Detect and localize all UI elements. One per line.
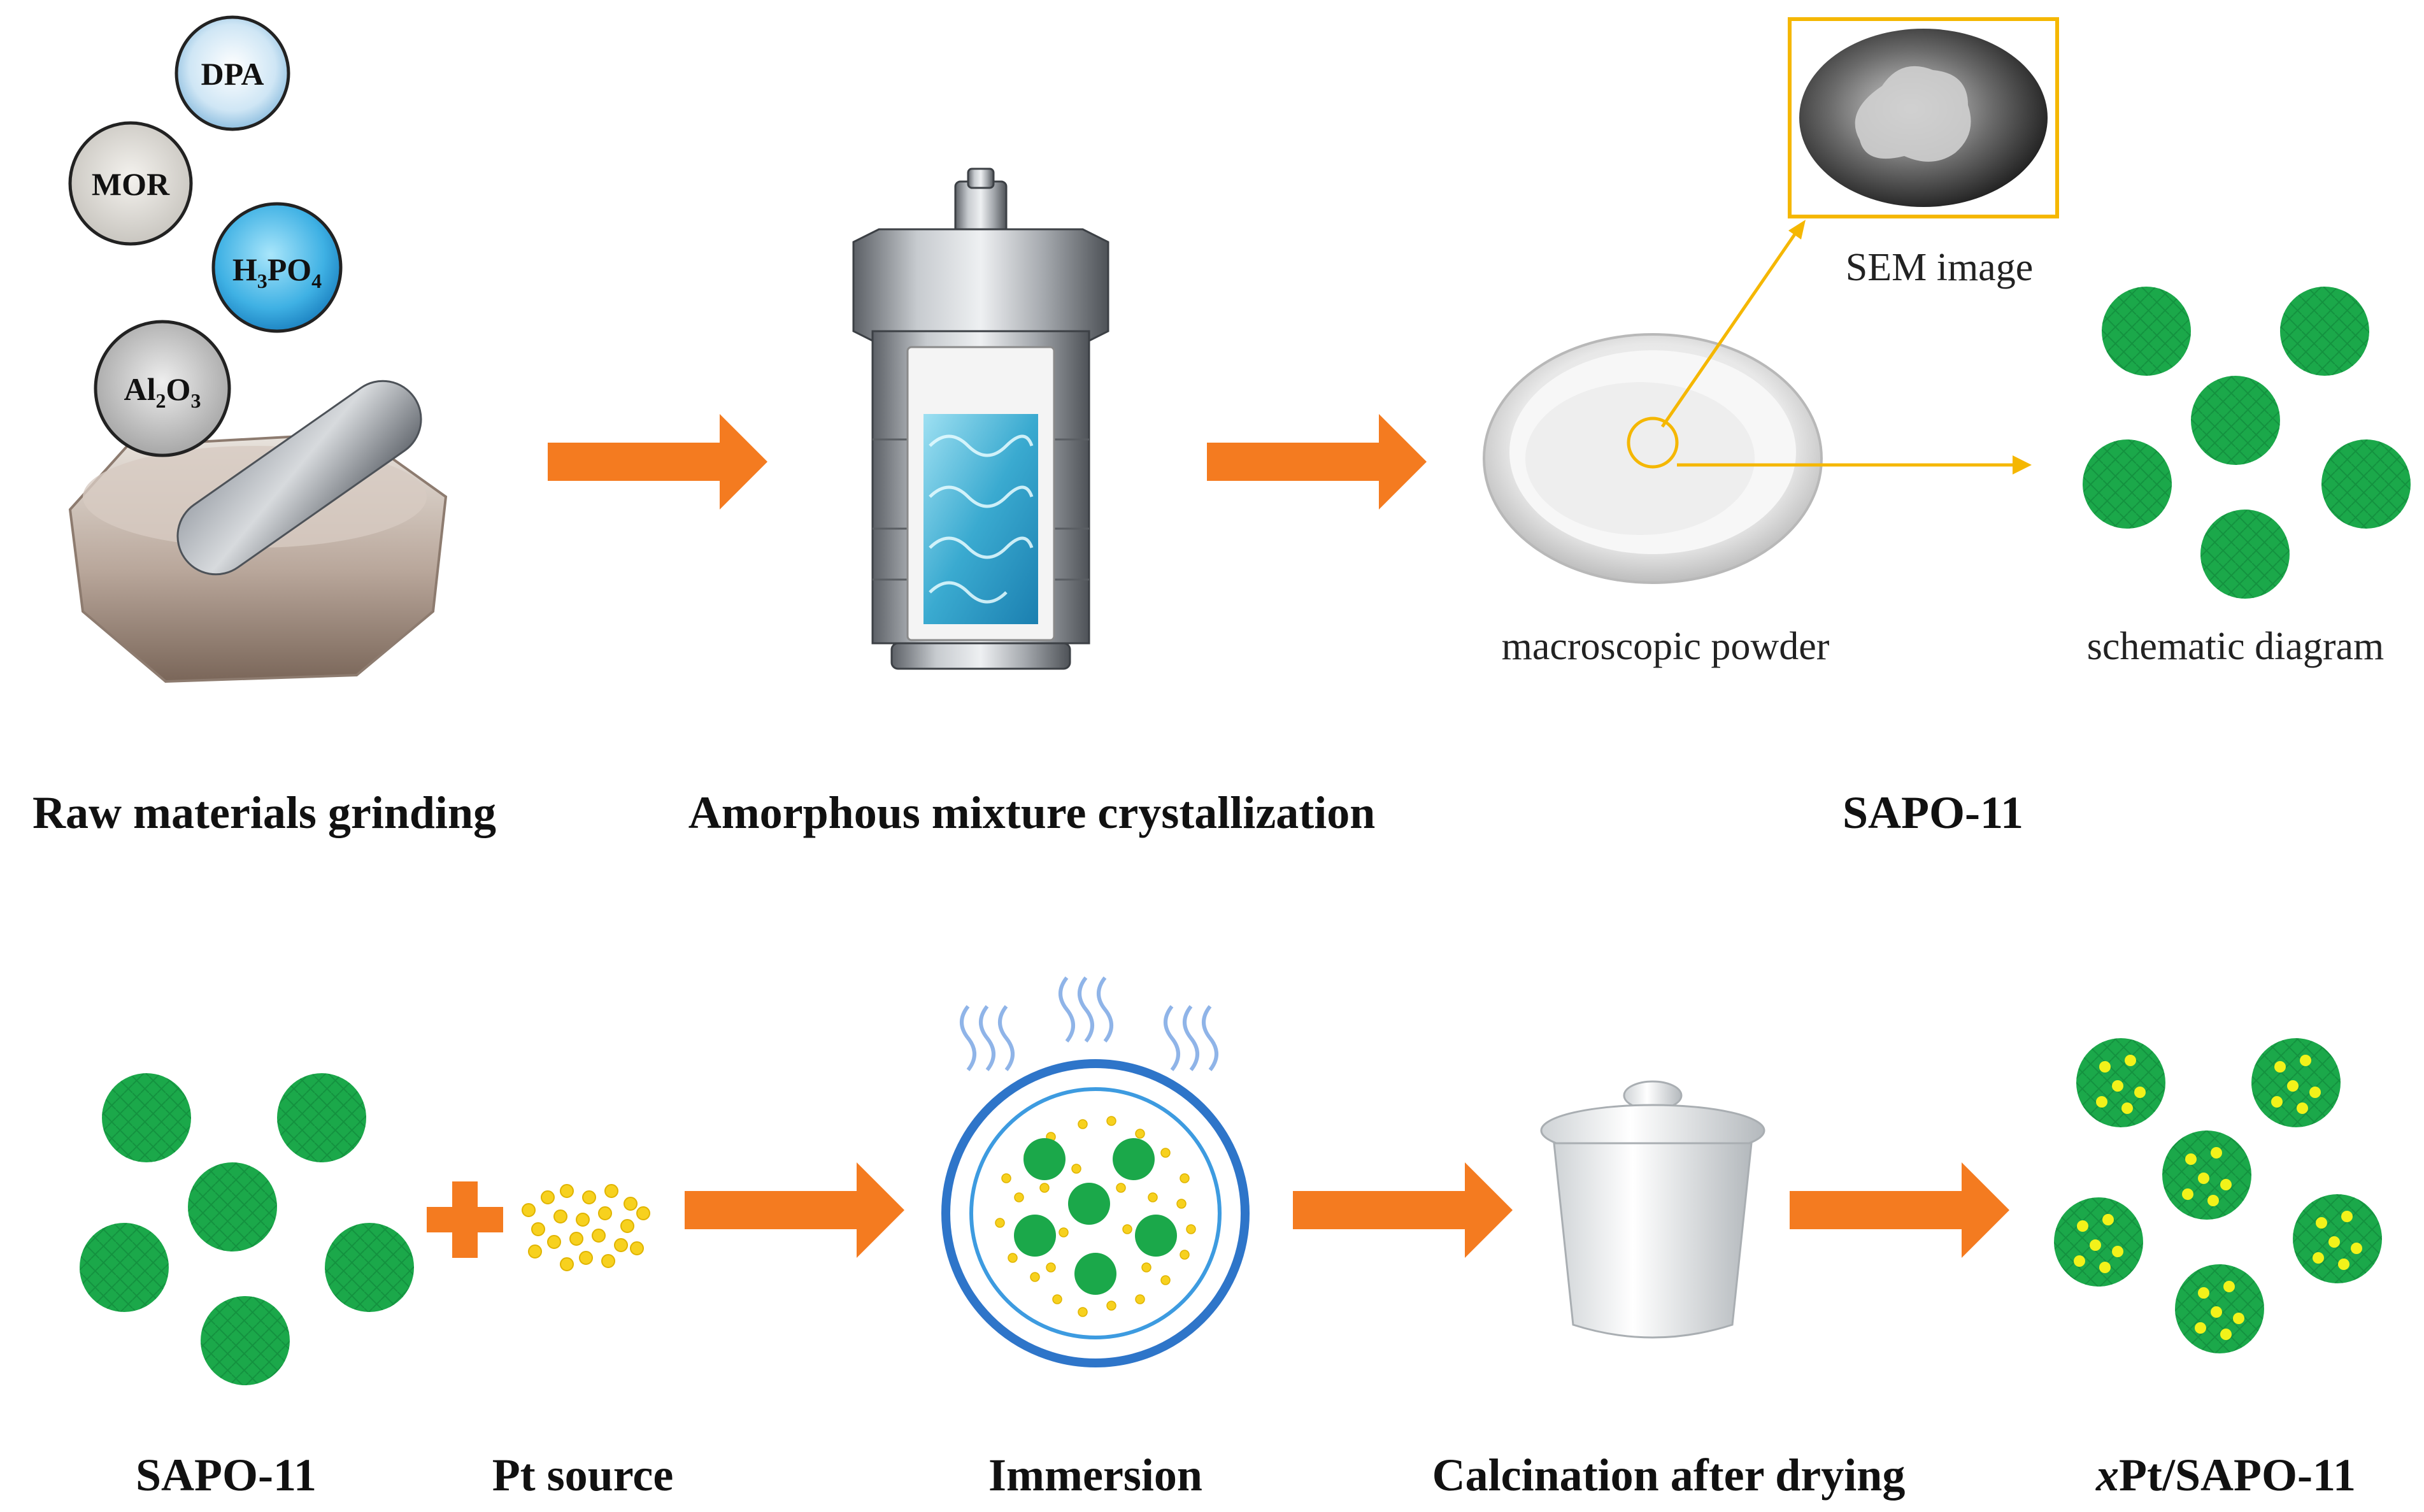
al2o3-label: Al2O3 [124,371,201,412]
pt-sapo11-particles [2054,1038,2382,1353]
raw-material-h3po4: H3PO4 [211,202,343,333]
stage-label-grinding: Raw materials grinding [32,787,496,838]
particle-icon [1023,1138,1066,1180]
autoclave-reactor-icon [852,168,1109,670]
particle-icon [2083,439,2172,529]
heat-wave-icon [1059,976,1113,1043]
particle-icon [201,1296,290,1385]
particle-icon [2076,1038,2165,1127]
particle-icon [2175,1264,2264,1353]
particle-icon [2191,376,2280,465]
stage-label-sapo11: SAPO-11 [1843,787,2023,838]
particle-icon [325,1223,414,1312]
plus-icon [427,1181,503,1258]
schematic-caption: schematic diagram [2087,625,2385,668]
particle-icon [2162,1130,2251,1220]
dpa-label: DPA [201,56,264,92]
immersion-dish-icon [941,976,1250,1367]
particle-icon [2280,287,2369,376]
arrow-icon [685,1162,904,1258]
heat-wave-icon [1164,1005,1218,1071]
particle-icon [2102,287,2191,376]
particle-icon [1014,1215,1056,1257]
particle-icon [1068,1183,1110,1225]
label-sapo11: SAPO-11 [136,1450,317,1501]
heat-wave-icon [960,1005,1015,1071]
mor-label: MOR [92,166,170,202]
particle-icon [2054,1197,2143,1287]
sem-caption: SEM image [1846,246,2033,289]
particle-icon [2321,439,2411,529]
sapo11-schematic-top [2083,287,2411,599]
arrow-icon [548,414,767,510]
raw-material-dpa: DPA [175,15,290,131]
sapo11-particles [80,1073,414,1385]
particle-icon [1074,1253,1116,1295]
particle-icon [188,1162,277,1252]
stage-label-crystallization: Amorphous mixture crystallization [688,787,1376,838]
crucible-icon [1540,1080,1765,1339]
arrow-icon [1790,1162,2009,1258]
sem-image-frame [1788,17,2059,218]
arrow-icon [1207,414,1427,510]
arrow-icon [1293,1162,1513,1258]
particle-icon [80,1223,169,1312]
label-pt-source: Pt source [492,1450,674,1501]
powder-dish-icon [1483,333,1823,584]
particle-icon [2251,1038,2341,1127]
powder-caption: macroscopic powder [1502,625,1830,668]
particle-icon [2293,1194,2382,1283]
raw-material-mor: MOR [68,121,193,246]
magnify-circle-icon [1627,417,1679,469]
mortar-and-pestle-icon [68,380,448,683]
particle-icon [1135,1215,1177,1257]
particle-icon [277,1073,366,1162]
particle-icon [1113,1138,1155,1180]
raw-material-al2o3: Al2O3 [94,320,231,457]
label-xpt-sapo11: xPt/SAPO-11 [2095,1450,2356,1501]
h3po4-label: H3PO4 [232,252,322,292]
particle-icon [102,1073,191,1162]
pointer-lines [1660,220,2032,474]
pt-source-dots [522,1184,650,1271]
label-immersion: Immersion [988,1450,1202,1501]
particle-icon [2200,510,2290,599]
label-calcination: Calcination after drying [1432,1450,1906,1501]
